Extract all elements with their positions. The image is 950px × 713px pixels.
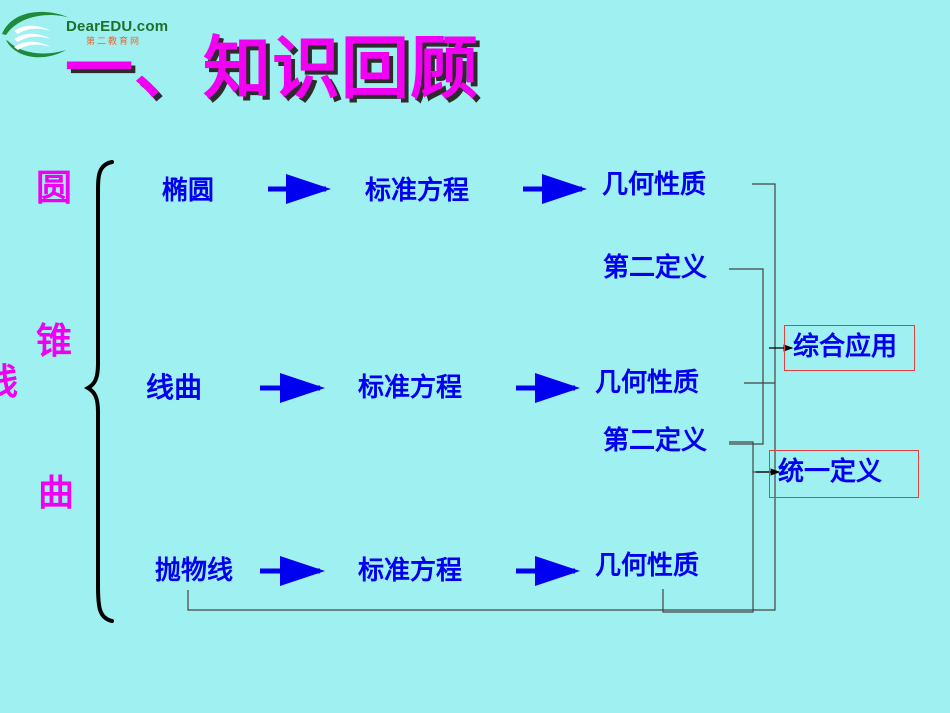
logo-wave-1 bbox=[14, 25, 51, 34]
connector-bottom-property bbox=[662, 471, 775, 613]
hyperbola-geometric-property: 几何性质 bbox=[595, 368, 700, 398]
second-definition-2: 第二定义 bbox=[603, 426, 708, 456]
side-label-line: 线 bbox=[0, 361, 19, 403]
connector-second-definition-2 bbox=[729, 441, 754, 472]
logo-swoosh-top bbox=[2, 11, 70, 35]
side-label-circle: 圆 bbox=[36, 167, 73, 209]
page-title: 一、知识回顾 bbox=[65, 30, 480, 109]
logo-wave-2 bbox=[14, 33, 51, 42]
application-box: 综合应用 bbox=[784, 325, 915, 371]
connector-second-definition-1 bbox=[729, 268, 764, 445]
unified-definition-box: 统一定义 bbox=[769, 450, 919, 498]
hyperbola-standard-equation: 标准方程 bbox=[358, 373, 463, 403]
ellipse-label: 椭圆 bbox=[162, 176, 215, 206]
logo-icon bbox=[2, 11, 70, 58]
logo-text: DearEDU.com bbox=[66, 18, 169, 35]
parabola-label: 抛物线 bbox=[155, 556, 234, 586]
logo-subtitle: 第二教育网 bbox=[86, 37, 142, 47]
ellipse-geometric-property: 几何性质 bbox=[602, 170, 707, 200]
logo-swoosh-bottom bbox=[6, 40, 66, 58]
side-label-curve: 曲 bbox=[38, 472, 75, 514]
ellipse-standard-equation: 标准方程 bbox=[365, 176, 470, 206]
hyperbola-label: 线曲 bbox=[146, 371, 203, 404]
application-label: 综合应用 bbox=[793, 332, 898, 362]
big-brace bbox=[83, 160, 114, 623]
parabola-standard-equation: 标准方程 bbox=[358, 556, 463, 586]
unified-definition-label: 统一定义 bbox=[778, 457, 883, 487]
second-definition-1: 第二定义 bbox=[603, 253, 708, 283]
logo-wave-3 bbox=[14, 41, 51, 50]
side-label-cone: 锥 bbox=[36, 320, 73, 362]
parabola-geometric-property: 几何性质 bbox=[595, 551, 700, 581]
